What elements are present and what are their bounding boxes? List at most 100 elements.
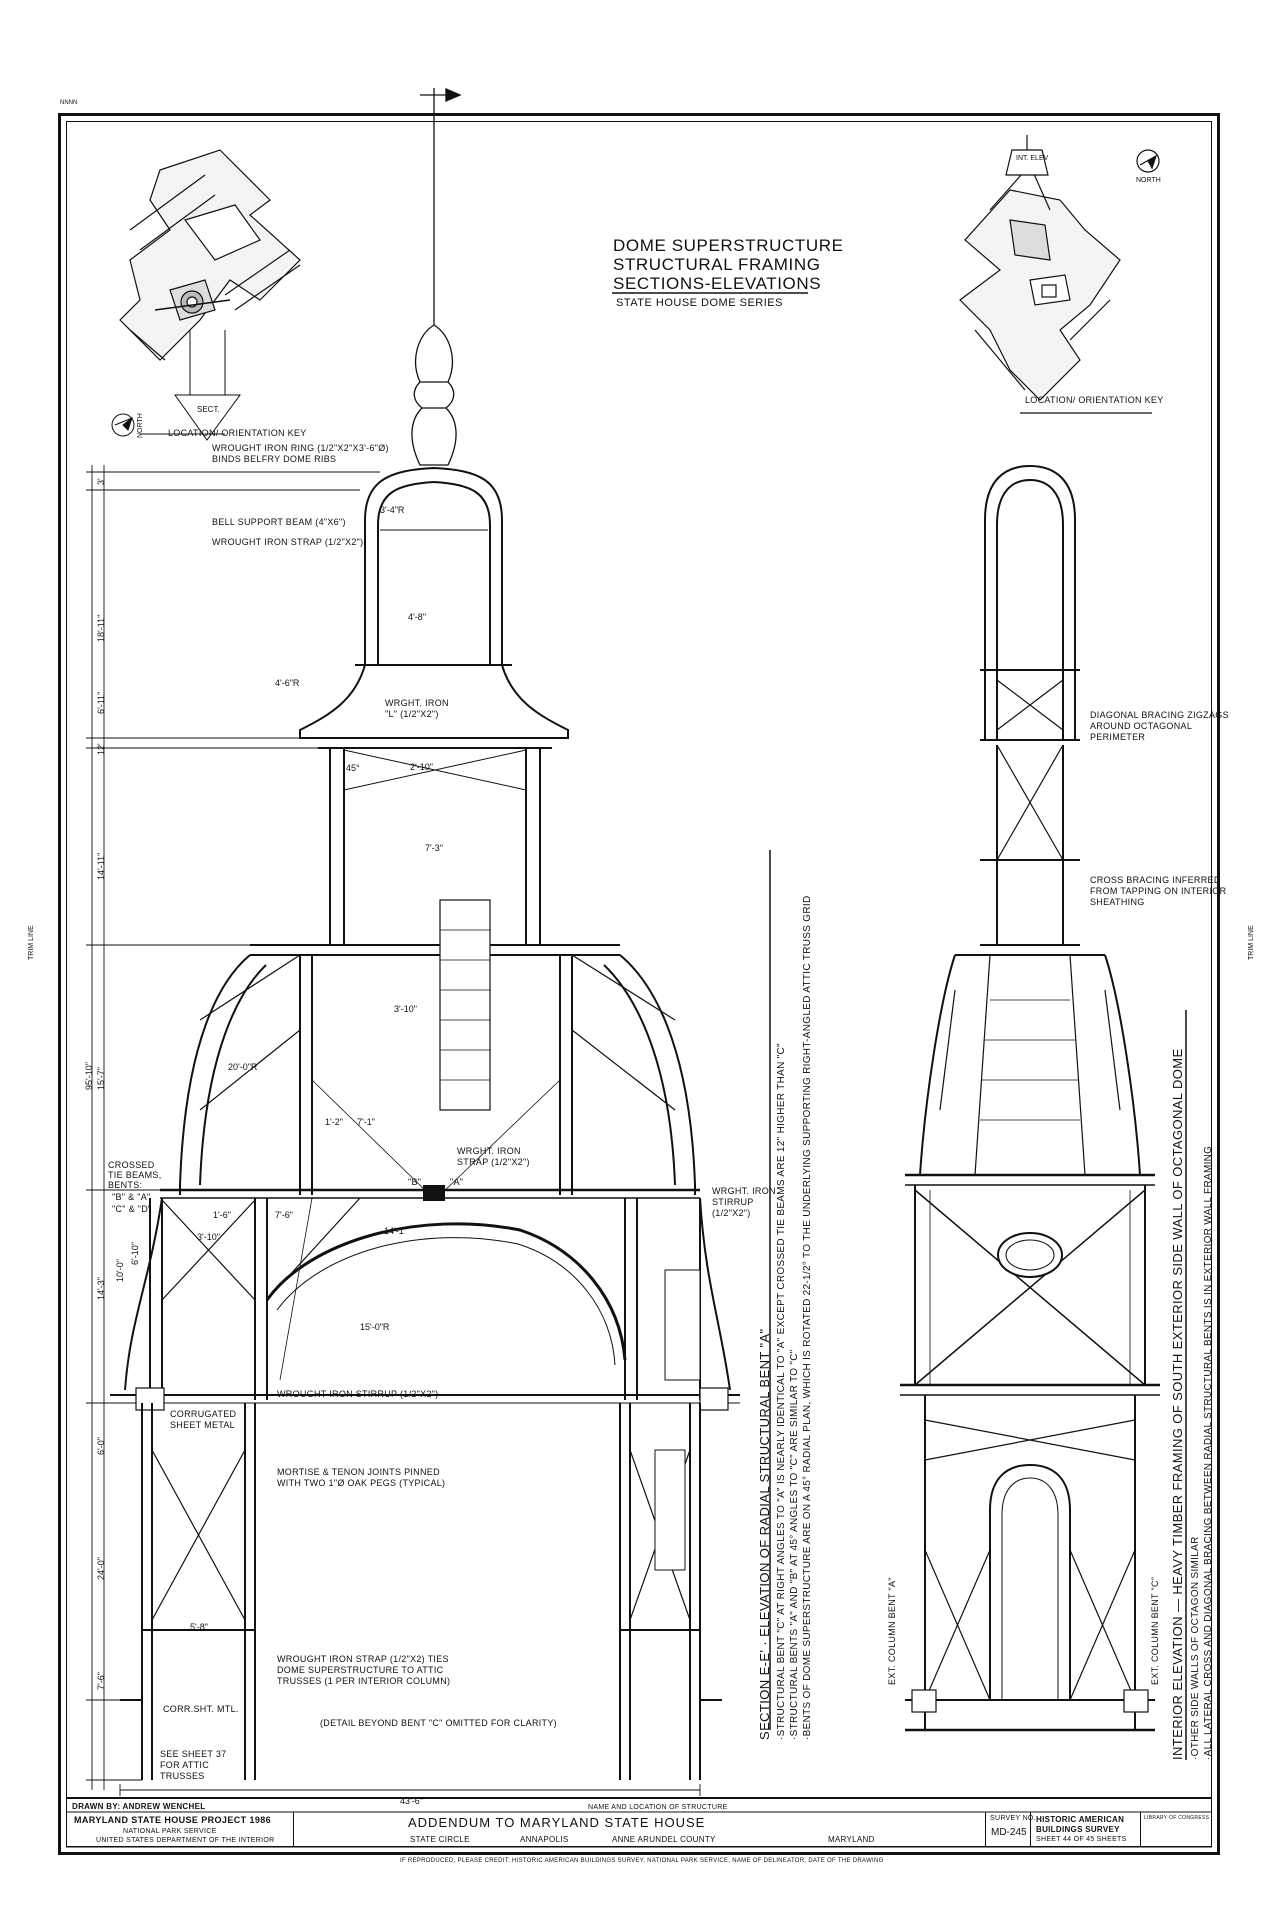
note-stirrup-right-2: STIRRUP (712, 1197, 754, 1207)
note-diagonal: DIAGONAL BRACING ZIGZAGS (1090, 710, 1229, 720)
left-key-sect: SECT. (197, 405, 220, 414)
dim-7-6: 7'-6" (96, 1672, 106, 1690)
dim-6-0: 6'-0" (96, 1437, 106, 1455)
note-see-sheet-3: TRUSSES (160, 1771, 205, 1781)
dim-43-6: 43'-6" (400, 1796, 423, 1806)
note-ring-2: BINDS BELFRY DOME RIBS (212, 454, 337, 464)
title-line-3: SECTIONS-ELEVATIONS (613, 274, 822, 293)
note-mortise: MORTISE & TENON JOINTS PINNED (277, 1467, 440, 1477)
dim-12: 12' (96, 743, 106, 755)
left-key-label: LOCATION/ ORIENTATION KEY (168, 428, 307, 438)
right-key-label: LOCATION/ ORIENTATION KEY (1025, 395, 1164, 405)
note-crossed-1: CROSSED (108, 1160, 155, 1170)
section-belfry (299, 466, 569, 945)
right-key-north: NORTH (1136, 177, 1161, 184)
elevation-drum (900, 1185, 1160, 1396)
note-crossed-3: BENTS: (108, 1180, 143, 1190)
sheet-border (58, 113, 1220, 1855)
elevation-dome (905, 954, 1155, 1186)
title-block-lines (66, 1797, 1212, 1848)
note-wrght-l-2: "L" (1/2"x2") (385, 709, 439, 719)
dim-6-11: 6'-11" (96, 691, 106, 714)
dim-5-8: 5'-8" (190, 1622, 208, 1632)
dim-3-10-upper: 3'-10" (394, 1004, 417, 1014)
agency-1: NATIONAL PARK SERVICE (123, 1828, 217, 1835)
title-block-name-cell (293, 1812, 985, 1847)
corner-mark: NNNN (60, 100, 78, 106)
dim-1-2: 1'-2" (325, 1117, 343, 1127)
note-stirrup-right: WRGHT. IRON (712, 1186, 776, 1196)
dim-20-0r: 20'-0"R (228, 1062, 258, 1072)
note-see-sheet-2: FOR ATTIC (160, 1760, 210, 1770)
note-corrugated-2: SHEET METAL (170, 1420, 235, 1430)
dim-95-10: 95'-10" (84, 1062, 94, 1090)
note-strap-mid-2: STRAP (1/2"x2") (457, 1157, 530, 1167)
note-bent-a: "A" (450, 1177, 464, 1187)
dim-10-0: 10'-0" (115, 1259, 125, 1282)
elevation-caption-line-2: ·ALL LATERAL CROSS AND DIAGONAL BRACING … (1203, 1145, 1214, 1760)
note-strap-ties-3: TRUSSES (1 PER INTERIOR COLUMN) (277, 1676, 451, 1686)
note-crossed-2: TIE BEAMS, (108, 1170, 162, 1180)
left-dimension-chain (86, 465, 701, 1796)
loc-box-label: LIBRARY OF CONGRESS (1144, 1815, 1210, 1821)
section-main-dome (160, 899, 700, 1201)
location-city: ANNAPOLIS (520, 1835, 569, 1844)
note-bent-b: "B" (408, 1177, 422, 1187)
title-line-1: DOME SUPERSTRUCTURE (613, 236, 844, 255)
location-state: MARYLAND (828, 1835, 875, 1844)
dim-3: 3' (96, 478, 106, 485)
note-cross: CROSS BRACING INFERRED (1090, 875, 1221, 885)
title-line-2: STRUCTURAL FRAMING (613, 255, 821, 274)
sheet-number: SHEET 44 OF 45 SHEETS (1036, 1836, 1127, 1843)
dim-3-10-lower: 3'-10" (197, 1232, 220, 1242)
name-label: NAME AND LOCATION OF STRUCTURE (588, 1804, 728, 1811)
dim-14-11: 14'-11" (96, 852, 106, 880)
note-cross-3: SHEATHING (1090, 897, 1145, 907)
note-wrght-l: WRGHT. IRON (385, 698, 449, 708)
dim-7-3: 7'-3" (425, 843, 443, 853)
section-caption-heading: SECTION E-E' · ELEVATION OF RADIAL STRUC… (757, 1328, 772, 1740)
dim-1-6: 1'-6" (213, 1210, 231, 1220)
note-crossed-4: "B" & "A" (112, 1192, 151, 1202)
left-key-north: NORTH (137, 413, 144, 438)
note-strap-mid: WRGHT. IRON (457, 1146, 521, 1156)
note-cross-2: FROM TAPPING ON INTERIOR (1090, 886, 1227, 896)
note-stirrup-right-3: (1/2"x2") (712, 1208, 751, 1218)
note-mortise-2: WITH TWO 1"ø OAK PEGS (TYPICAL) (277, 1478, 446, 1488)
note-column-c: EXT. COLUMN BENT "C" (1150, 1576, 1160, 1685)
section-caption-line-3: ·BENTS OF DOME SUPERSTRUCTURE ARE ON A 4… (802, 895, 813, 1740)
elevation-caption-heading: INTERIOR ELEVATION — HEAVY TIMBER FRAMIN… (1170, 1048, 1185, 1760)
agency-2: UNITED STATES DEPARTMENT OF THE INTERIOR (96, 1837, 275, 1844)
section-drum (110, 1197, 740, 1411)
habs-line-1: HISTORIC AMERICAN (1036, 1815, 1125, 1824)
note-strap-ties: WROUGHT IRON STRAP (1/2"x2) TIES (277, 1654, 449, 1664)
drawn-by: DRAWN BY: ANDREW WENCHEL (72, 1802, 206, 1811)
dim-4-6r: 4'-6"R (275, 678, 300, 688)
location-county: ANNE ARUNDEL COUNTY (612, 1835, 716, 1844)
dim-15-7: 15'-7" (96, 1067, 106, 1090)
dim-45-deg: 45° (346, 763, 360, 773)
survey-number: MD-245 (991, 1827, 1027, 1838)
note-corr-sht: CORR.SHT. MTL. (163, 1704, 239, 1714)
dim-4-8: 4'-8" (408, 612, 426, 622)
note-strap-ties-2: DOME SUPERSTRUCTURE TO ATTIC (277, 1665, 444, 1675)
title-block-survey-cell (985, 1812, 1030, 1847)
dim-7-6-mid: 7'-6" (275, 1210, 293, 1220)
note-diagonal-3: PERIMETER (1090, 732, 1146, 742)
right-key-plan (959, 135, 1160, 414)
location-street: STATE CIRCLE (410, 1835, 470, 1844)
dim-7-1: 7'-1" (357, 1117, 375, 1127)
survey-label: SURVEY NO. (990, 1815, 1036, 1822)
elevation-base (905, 1395, 1155, 1732)
section-caption-line-2: ·STRUCTURAL BENTS "A" AND "B" AT 45° ANG… (789, 1349, 800, 1740)
section-caption-line-1: ·STRUCTURAL BENT "C" AT RIGHT ANGLES TO … (776, 1043, 787, 1740)
note-crossed-5: "C" & "D" (112, 1204, 152, 1214)
note-column-a: EXT. COLUMN BENT "A" (887, 1577, 897, 1685)
note-ring: WROUGHT IRON RING (1/2"x2"x3'-6"ø) (212, 443, 389, 453)
dim-18-11: 18'-11" (96, 614, 106, 642)
title-block-loc-cell (1140, 1812, 1212, 1847)
note-strap-top: WROUGHT IRON STRAP (1/2"x2") (212, 537, 364, 547)
left-key-plan (119, 149, 301, 361)
